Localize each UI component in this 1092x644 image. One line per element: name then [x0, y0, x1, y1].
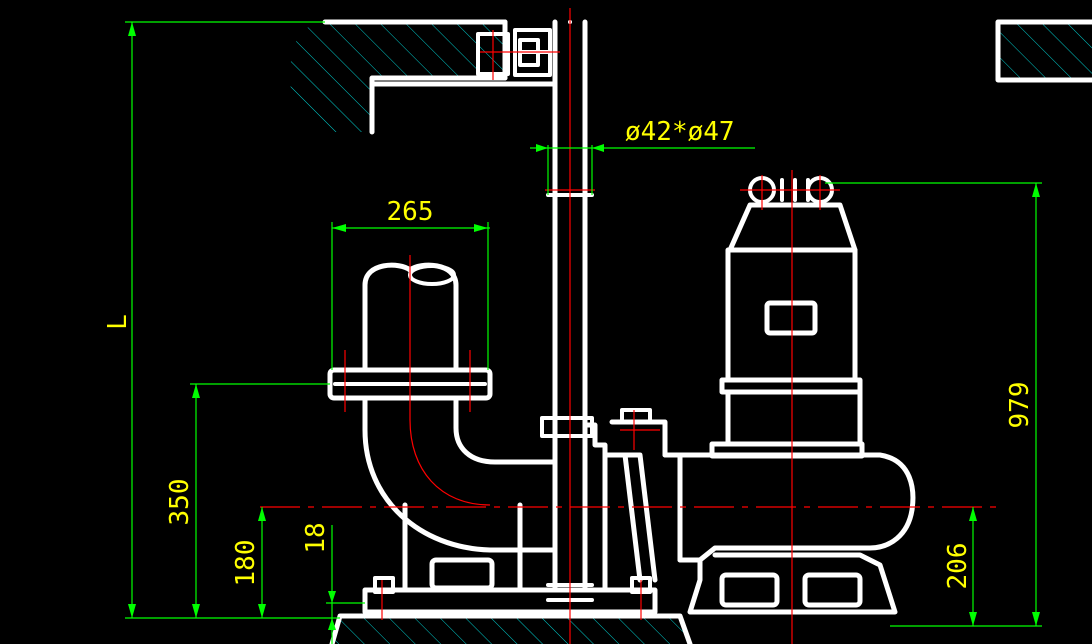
dim-label-base-offset: 18	[301, 522, 331, 553]
dim-label-pump-axis-height: 206	[943, 543, 973, 590]
dimension-lines	[125, 21, 1042, 644]
center-lines	[260, 8, 1000, 644]
dim-label-outlet-center-height: 180	[231, 540, 261, 587]
guide-rail	[540, 19, 594, 602]
base-coupling	[362, 408, 668, 615]
floor-slab	[329, 613, 693, 644]
dimension-labels: L ø42*ø47 265 350 180 18 979 206	[103, 117, 1035, 589]
dim-label-outlet-height: 350	[165, 479, 195, 526]
top-slab-right	[995, 19, 1092, 83]
dim-label-L: L	[103, 314, 133, 330]
pump-motor	[662, 176, 916, 615]
dim-label-flange-width: 265	[387, 197, 434, 227]
dim-label-pump-total-height: 979	[1005, 382, 1035, 429]
top-slab-left	[289, 19, 558, 135]
dim-label-guide-rail-diameter: ø42*ø47	[625, 117, 735, 147]
